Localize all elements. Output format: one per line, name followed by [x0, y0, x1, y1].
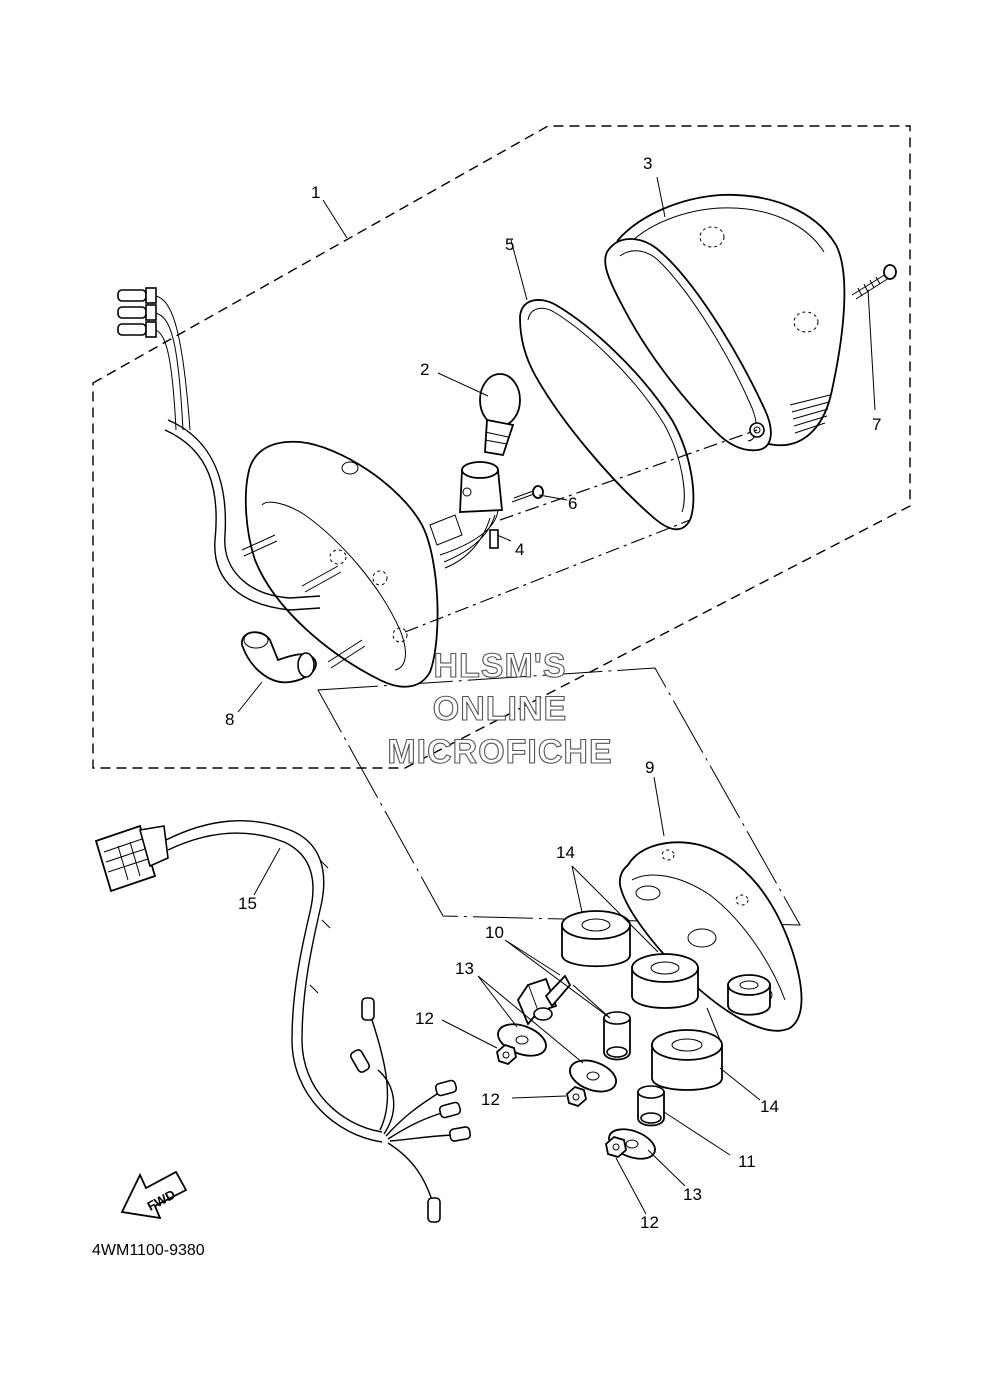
callout-5: 5: [505, 235, 514, 254]
callout-13a: 13: [455, 959, 474, 978]
leader-lines: [237, 176, 876, 1215]
damper-part-14a: [561, 910, 631, 968]
bulb-part-2: [479, 373, 521, 457]
socket-part-4: [439, 461, 503, 569]
assembly-9-boundary: [317, 667, 801, 926]
callout-13b: 13: [683, 1185, 702, 1204]
housing: [241, 440, 463, 688]
screw-part-6: [511, 485, 544, 503]
callout-14b: 14: [760, 1097, 779, 1116]
callout-12b: 12: [481, 1090, 500, 1109]
diagram-code: 4WM1100-9380: [92, 1242, 205, 1259]
callout-8: 8: [225, 710, 234, 729]
collar-part-10a: [516, 974, 572, 1026]
callout-numbers: 1 2 3 4 5 6 7 8 9 10 11 12 12 12 13 13 1…: [225, 154, 881, 1232]
callout-15: 15: [238, 894, 257, 913]
damper-part-14b: [631, 953, 699, 1009]
callout-11: 11: [738, 1152, 756, 1171]
callout-14a: 14: [556, 843, 575, 862]
callout-10: 10: [485, 923, 504, 942]
fwd-arrow-icon: FWD: [120, 1170, 188, 1220]
nut-part-12b: [566, 1085, 587, 1108]
watermark-line-2: ONLINE: [433, 690, 567, 728]
callout-2: 2: [420, 360, 429, 379]
housing-wire-lead: [117, 287, 321, 611]
callout-3: 3: [643, 154, 652, 173]
nut-part-12c: [605, 1135, 627, 1159]
screw-part-7: [851, 264, 897, 300]
lens-part-3: [604, 193, 846, 452]
watermark: HLSM'S ONLINE MICROFICHE: [387, 646, 612, 771]
damper-part-14d: [651, 1029, 723, 1091]
collar-axis-lines: [572, 984, 721, 1041]
washer-part-13b: [569, 1059, 617, 1093]
harness-part-15: [94, 819, 472, 1223]
collar-part-11: [637, 1085, 665, 1127]
watermark-line-1: HLSM'S: [433, 647, 566, 685]
callout-4: 4: [515, 540, 524, 559]
collar-part-10b: [603, 1011, 631, 1061]
callout-12c: 12: [640, 1213, 659, 1232]
callout-9: 9: [645, 758, 654, 777]
damper-part-14c: [727, 974, 771, 1016]
nut-part-12a: [496, 1043, 517, 1066]
gasket-part-5: [519, 299, 695, 531]
axis-line-2: [404, 519, 691, 633]
watermark-line-3: MICROFICHE: [387, 733, 612, 771]
callout-6: 6: [568, 494, 577, 513]
grommet-part-8: [241, 631, 317, 684]
callout-12a: 12: [415, 1009, 434, 1028]
callout-7: 7: [872, 415, 881, 434]
assembly-1-boundary: [92, 125, 911, 769]
callout-1: 1: [311, 183, 320, 202]
axis-line-1: [499, 429, 758, 521]
